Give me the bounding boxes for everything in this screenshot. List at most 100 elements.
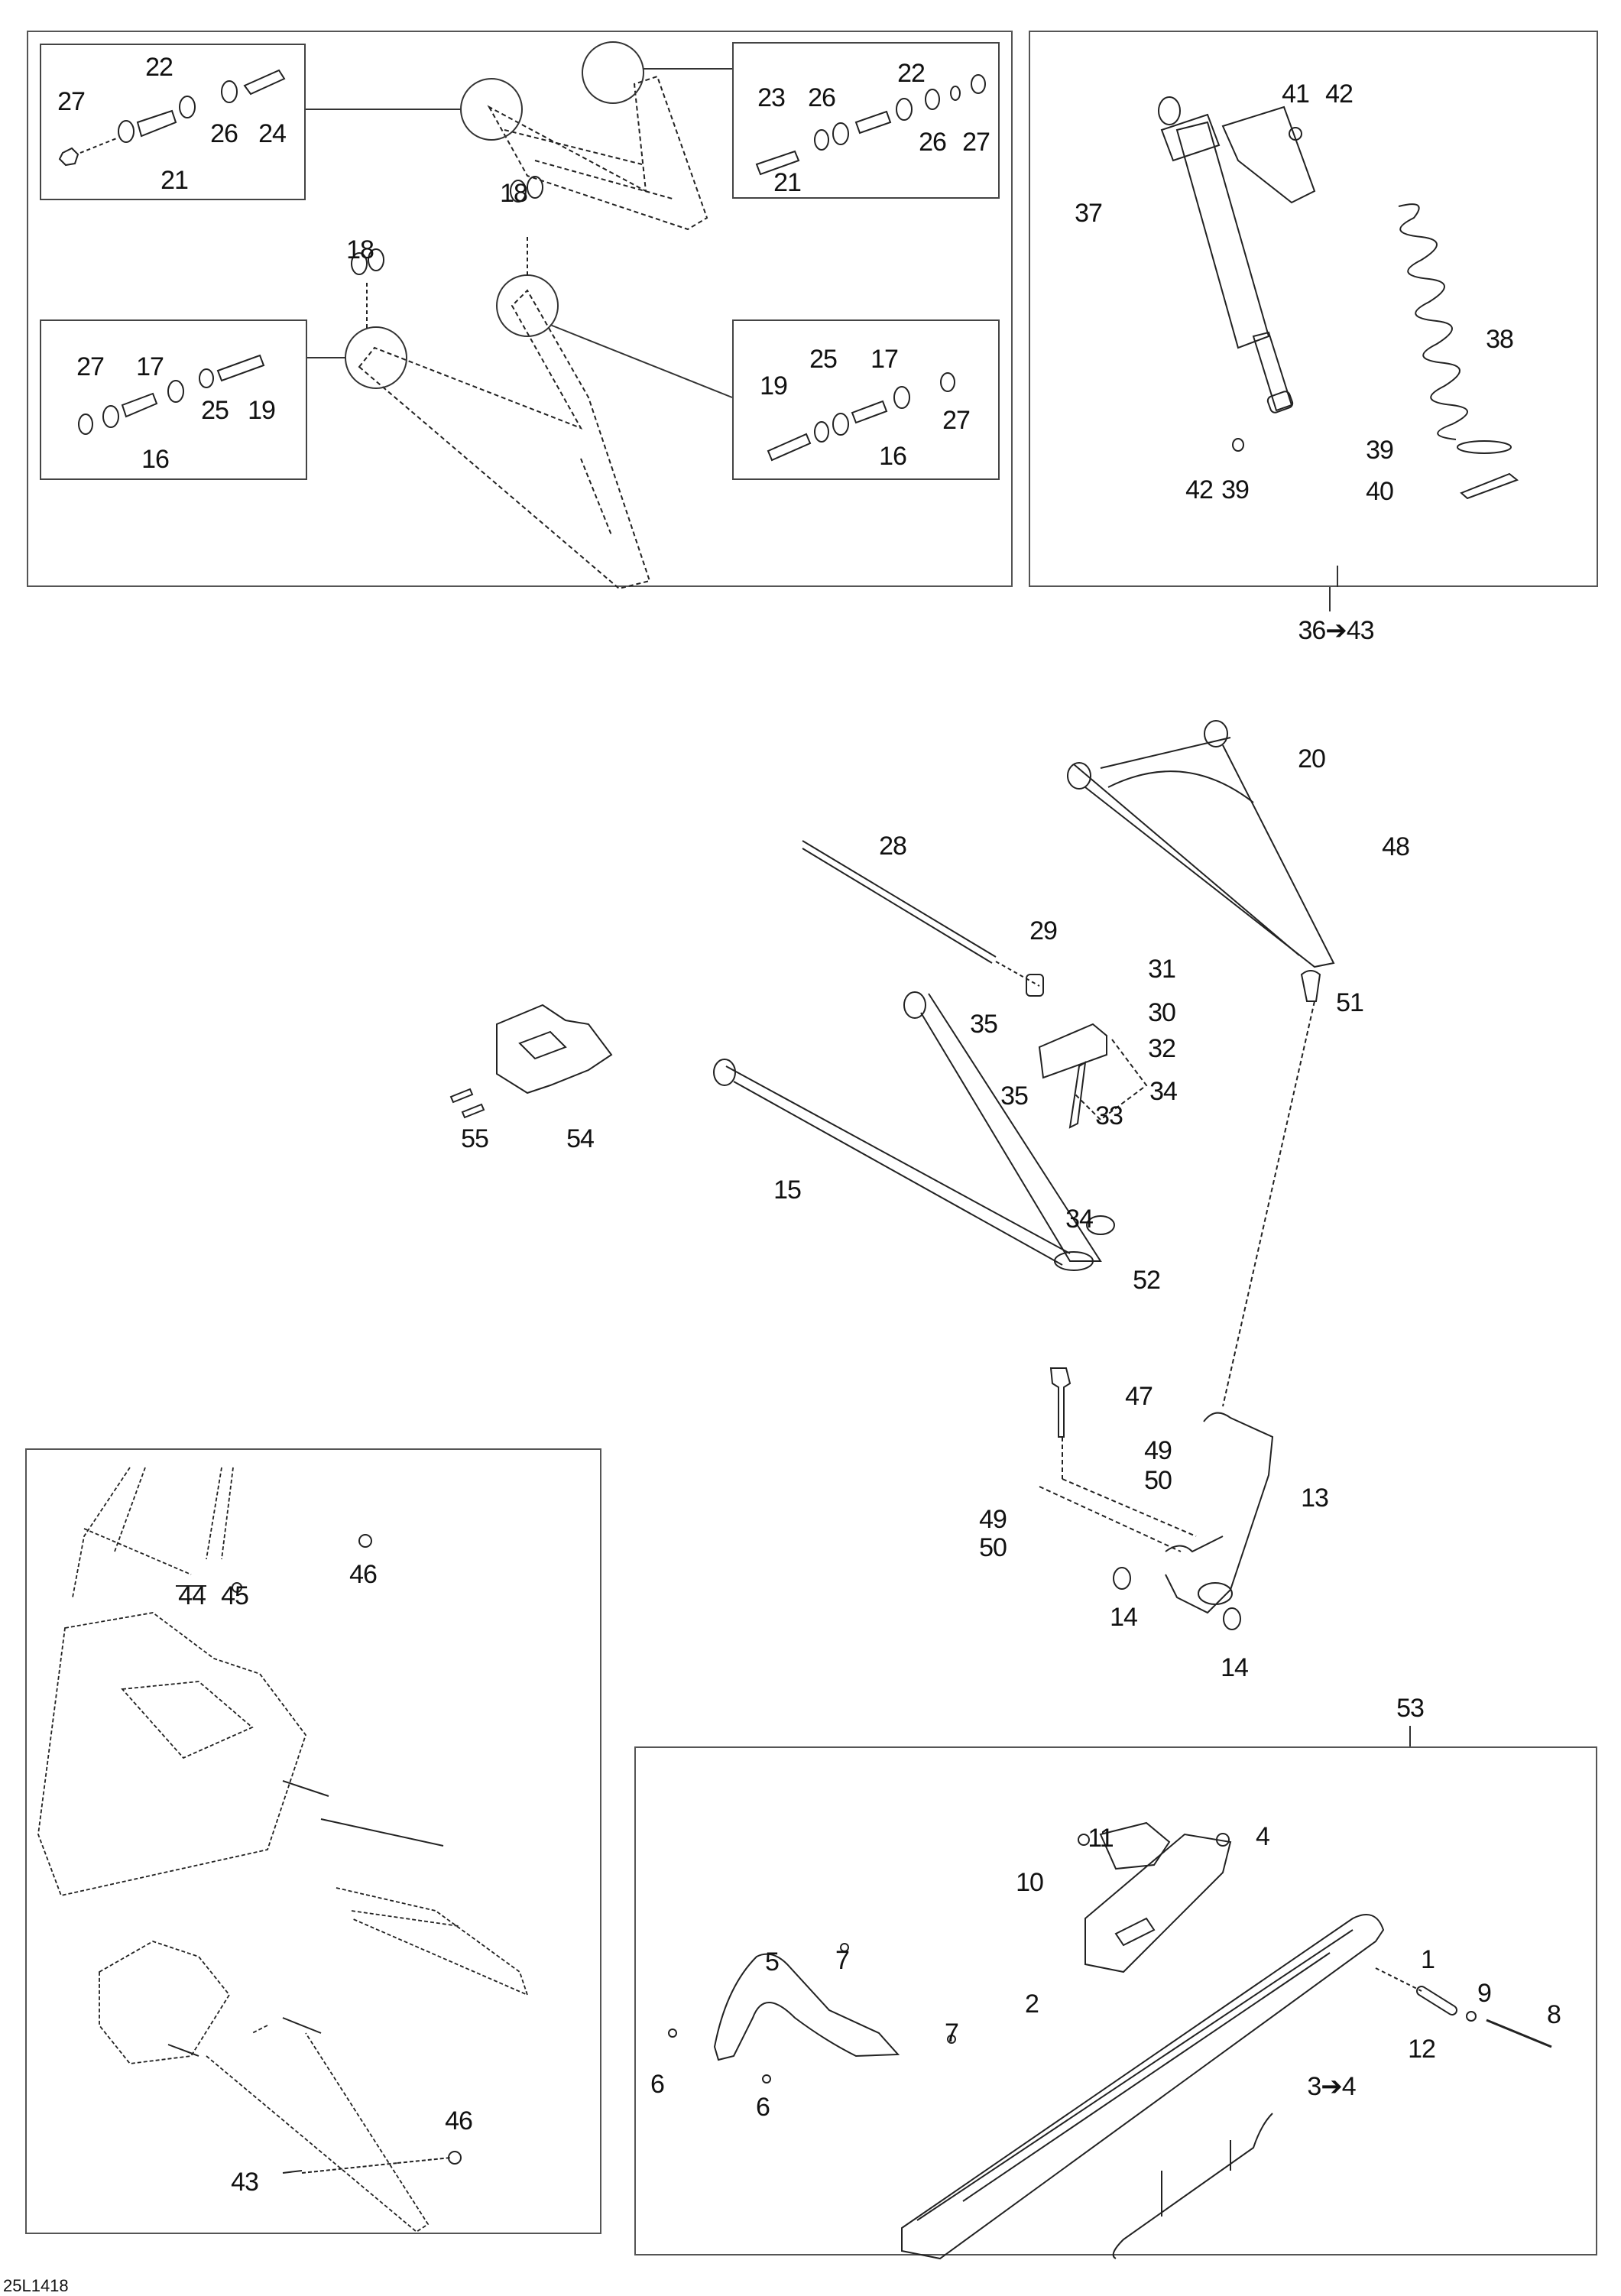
lower-a-arm-ghost [358, 289, 651, 590]
callout-35[interactable]: 35 [1000, 1082, 1029, 1111]
callout-28[interactable]: 28 [879, 832, 907, 861]
callout-18[interactable]: 18 [346, 235, 374, 264]
callout-37[interactable]: 37 [1075, 199, 1103, 228]
callout-41[interactable]: 41 [1282, 79, 1310, 109]
callout-24[interactable]: 24 [258, 119, 287, 148]
callout-22[interactable]: 22 [897, 59, 926, 88]
callout-17[interactable]: 17 [136, 352, 164, 381]
callout-34[interactable]: 34 [1149, 1077, 1178, 1106]
callout-17[interactable]: 17 [870, 345, 899, 374]
callout-42[interactable]: 42 [1185, 475, 1214, 504]
skid-plate-11 [1099, 1821, 1171, 1870]
callout-22[interactable]: 22 [145, 53, 173, 82]
saddle-2 [1084, 1833, 1232, 1973]
link-33 [1068, 1061, 1087, 1129]
hardware-upper-left [58, 69, 286, 167]
callout-33[interactable]: 33 [1095, 1101, 1123, 1130]
callout-25[interactable]: 25 [201, 396, 229, 425]
callout-19[interactable]: 19 [760, 371, 788, 401]
callout-39[interactable]: 39 [1366, 436, 1394, 465]
callout-15[interactable]: 15 [773, 1176, 802, 1205]
callout-26[interactable]: 26 [919, 128, 947, 157]
callout-54[interactable]: 54 [566, 1124, 595, 1153]
callout-13[interactable]: 13 [1301, 1484, 1329, 1513]
callout-27[interactable]: 27 [57, 87, 86, 116]
callout-14[interactable]: 14 [1221, 1653, 1249, 1682]
callout-42[interactable]: 42 [1325, 79, 1354, 109]
callout-23[interactable]: 23 [757, 83, 786, 112]
spring-seat-39 [1457, 440, 1512, 454]
callout-25[interactable]: 25 [809, 345, 838, 374]
callout-46[interactable]: 46 [445, 2106, 473, 2135]
bolt-43 [282, 2170, 303, 2174]
callout-3-4[interactable]: 3➔4 [1307, 2072, 1356, 2101]
callout-20[interactable]: 20 [1298, 744, 1326, 773]
nut-10 [1078, 1834, 1090, 1846]
callout-19[interactable]: 19 [248, 396, 276, 425]
bushing-14b [1223, 1607, 1241, 1630]
callout-6[interactable]: 6 [756, 2093, 770, 2122]
ski-assembly-label: 53 [1396, 1694, 1425, 1723]
ski-assembly-frame [634, 1746, 1597, 2255]
callout-18[interactable]: 18 [500, 179, 528, 208]
callout-16[interactable]: 16 [141, 445, 170, 474]
callout-9[interactable]: 9 [1477, 1979, 1492, 2008]
callout-26[interactable]: 26 [808, 83, 836, 112]
callout-31[interactable]: 31 [1148, 955, 1176, 984]
callout-7[interactable]: 7 [945, 2019, 959, 2048]
callout-21[interactable]: 21 [160, 166, 189, 195]
zoom-circle [460, 78, 523, 141]
nut-46b [448, 2151, 462, 2165]
callout-21[interactable]: 21 [773, 168, 802, 197]
callout-30[interactable]: 30 [1148, 998, 1176, 1027]
callout-27[interactable]: 27 [942, 406, 971, 435]
callout-40[interactable]: 40 [1366, 477, 1394, 506]
callout-12[interactable]: 12 [1408, 2035, 1436, 2064]
screw-7b [947, 2035, 956, 2044]
callout-50[interactable]: 50 [1144, 1466, 1172, 1495]
callout-14[interactable]: 14 [1110, 1603, 1138, 1632]
runner-3 [1112, 2113, 1273, 2259]
callout-26[interactable]: 26 [210, 119, 238, 148]
callout-16[interactable]: 16 [879, 442, 907, 471]
ski-1 [901, 1914, 1385, 2260]
callout-35[interactable]: 35 [970, 1010, 998, 1039]
callout-47[interactable]: 47 [1125, 1382, 1153, 1411]
callout-27[interactable]: 27 [962, 128, 990, 157]
callout-11[interactable]: 11 [1088, 1824, 1114, 1853]
callout-41[interactable]: 39 [1221, 475, 1250, 504]
callout-2[interactable]: 2 [1025, 1990, 1039, 2019]
callout-27[interactable]: 27 [76, 352, 105, 381]
callout-1[interactable]: 1 [1421, 1945, 1435, 1974]
callout-49[interactable]: 49 [979, 1505, 1007, 1534]
callout-29[interactable]: 29 [1029, 916, 1058, 945]
detail-box-lower-left [40, 319, 307, 480]
callout-10[interactable]: 10 [1016, 1868, 1044, 1897]
ball-joint-51 [1300, 970, 1321, 1002]
link-dashed [1073, 1039, 1148, 1121]
callout-48[interactable]: 48 [1382, 832, 1410, 861]
detail-box-upper-right [732, 42, 1000, 199]
callout-4[interactable]: 4 [1256, 1822, 1270, 1851]
callout-44[interactable]: 44 [178, 1581, 206, 1610]
callout-5[interactable]: 5 [765, 1947, 780, 1977]
callout-50[interactable]: 50 [979, 1533, 1007, 1562]
callout-45[interactable]: 45 [221, 1581, 249, 1610]
callout-8[interactable]: 8 [1547, 2000, 1561, 2029]
screw-6a [668, 2028, 677, 2038]
callout-55[interactable]: 55 [461, 1124, 489, 1153]
hardware-upper-right [755, 74, 986, 176]
callout-52[interactable]: 52 [1133, 1266, 1161, 1295]
detail-box-lower-right [732, 319, 1000, 480]
callout-32[interactable]: 32 [1148, 1034, 1176, 1063]
washer-9 [1466, 2011, 1477, 2022]
callout-38[interactable]: 38 [1486, 325, 1514, 354]
callout-7[interactable]: 7 [835, 1946, 850, 1975]
callout-43[interactable]: 43 [231, 2168, 259, 2197]
callout-46[interactable]: 46 [349, 1560, 378, 1589]
callout-51[interactable]: 51 [1336, 988, 1364, 1017]
callout-49[interactable]: 49 [1144, 1436, 1172, 1465]
pivot-cap-18 [351, 176, 543, 275]
callout-34[interactable]: 34 [1065, 1205, 1094, 1234]
callout-6[interactable]: 6 [650, 2070, 665, 2099]
